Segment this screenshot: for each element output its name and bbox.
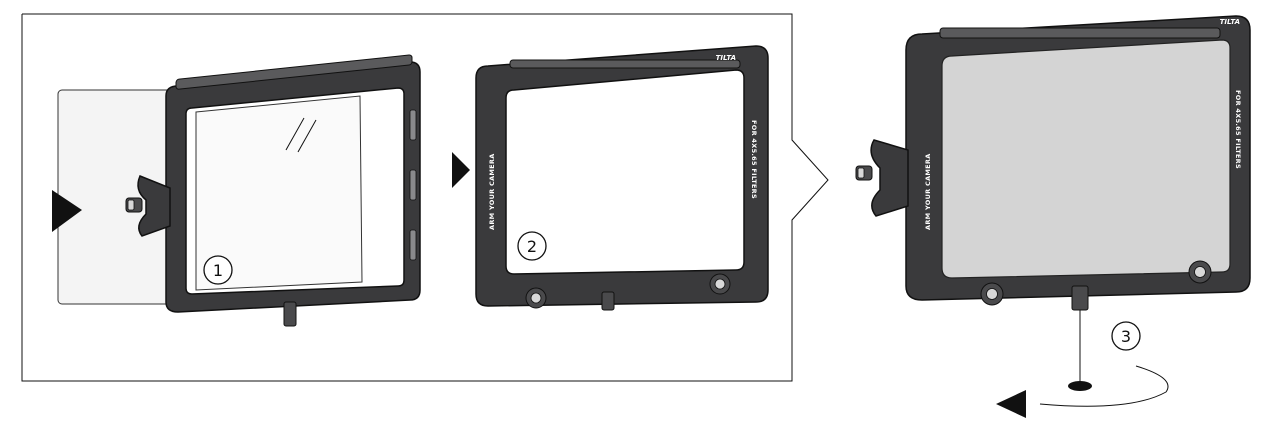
lock-knob-right xyxy=(709,273,731,295)
rotate-arrow xyxy=(996,390,1026,418)
callout-box xyxy=(21,13,829,382)
lock-knob-left xyxy=(525,287,547,309)
step2-group: TILTA ARM YOUR CAMERA FOR 4X5.65 FILTERS… xyxy=(452,45,769,311)
step3-group: TILTA ARM YOUR CAMERA FOR 4X5.65 FILTERS xyxy=(855,15,1251,418)
frame-side-text-left: ARM YOUR CAMERA xyxy=(488,153,496,230)
step1-group: 1 xyxy=(52,54,421,327)
step1-label: 1 xyxy=(213,261,223,280)
brand-logo: TILTA xyxy=(716,54,736,62)
filter-frame-closed: TILTA ARM YOUR CAMERA FOR 4X5.65 FILTERS xyxy=(475,45,769,311)
lock-knob-right-3 xyxy=(1188,260,1212,284)
frame-side-text-right: FOR 4X5.65 FILTERS xyxy=(750,120,758,199)
brand-logo-3: TILTA xyxy=(1220,18,1240,26)
step2-label: 2 xyxy=(527,237,537,256)
step1-marker: 1 xyxy=(203,255,233,285)
lock-knob-left-3 xyxy=(980,282,1004,306)
frame-side-text-left-3: ARM YOUR CAMERA xyxy=(924,153,932,230)
step3-label: 3 xyxy=(1121,327,1131,346)
insert-arrow xyxy=(52,190,82,232)
step3-marker: 3 xyxy=(1111,321,1141,351)
filter-frame-installed: TILTA ARM YOUR CAMERA FOR 4X5.65 FILTERS xyxy=(855,15,1251,311)
filter-frame xyxy=(125,54,421,327)
thumb-screw xyxy=(125,175,171,237)
thumb-screw-3 xyxy=(855,139,909,217)
step2-marker: 2 xyxy=(517,231,547,261)
frame-side-text-right-3: FOR 4X5.65 FILTERS xyxy=(1234,90,1242,169)
rotate-indicator xyxy=(996,310,1169,418)
step2-arrow xyxy=(452,152,470,188)
